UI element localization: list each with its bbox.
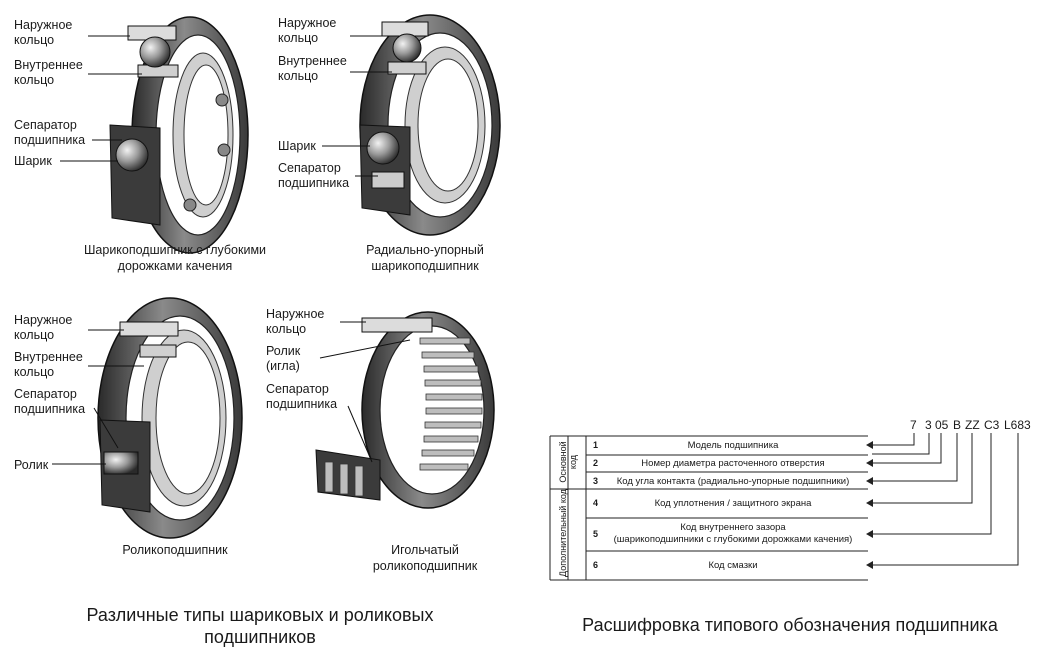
code-contact-angle: B — [953, 418, 962, 432]
outer-ring-label: Наружное кольцо — [266, 307, 325, 336]
ball-label: Шарик — [14, 154, 52, 168]
needle-roller-bearing-drawing — [315, 311, 495, 509]
row-text: Номер диаметра расточенного отверстия — [641, 458, 825, 469]
row-text: Код угла контакта (радиально-упорные под… — [616, 476, 850, 487]
code-lubricant: L683 — [1004, 418, 1031, 432]
row-text: Модель подшипника — [687, 440, 779, 451]
row-number: 1 — [593, 440, 599, 450]
outer-ring-label: Наружное кольцо — [278, 16, 337, 45]
ball-label: Шарик — [278, 139, 316, 153]
needle-bearing-caption: Игольчатый роликоподшипник — [372, 543, 478, 573]
row-text: Код уплотнения / защитного экрана — [654, 498, 812, 509]
deep-groove-caption: Шарикоподшипник с глубокими дорожками ка… — [83, 243, 267, 273]
row-text: Код внутреннего зазора (шарикоподшипники… — [613, 522, 853, 545]
right-title: Расшифровка типового обозначения подшипн… — [582, 615, 998, 635]
cage-label: Сепаратор подшипника — [14, 118, 86, 147]
inner-ring-label: Внутреннее кольцо — [278, 54, 347, 83]
code-clearance: C3 — [984, 418, 1000, 432]
outer-ring-label: Наружное кольцо — [14, 18, 73, 47]
row-number: 6 — [593, 560, 599, 570]
code-series: 3 — [925, 418, 932, 432]
angular-contact-ball-bearing-drawing — [359, 14, 501, 236]
inner-ring-label: Внутреннее кольцо — [14, 350, 83, 379]
roller-label: Ролик — [14, 458, 49, 472]
designation-arrows — [866, 441, 873, 569]
leader-lines — [52, 35, 411, 465]
deep-groove-ball-bearing-drawing — [109, 16, 249, 254]
basic-code-label: Основной код — [558, 441, 578, 483]
cage-label: Сепаратор подшипника — [278, 161, 350, 190]
code-model: 7 — [910, 418, 917, 432]
cage-label: Сепаратор подшипника — [14, 387, 86, 416]
row-number: 4 — [593, 498, 599, 508]
row-number: 3 — [593, 476, 599, 486]
code-bore: 05 — [935, 418, 949, 432]
row-number: 2 — [593, 458, 599, 468]
cage-label: Сепаратор подшипника — [266, 382, 338, 411]
roller-bearing-caption: Роликоподшипник — [122, 543, 228, 557]
additional-code-label: Дополнительный код — [558, 489, 568, 577]
outer-ring-label: Наружное кольцо — [14, 313, 73, 342]
roller-bearing-drawing — [97, 297, 243, 539]
angular-contact-caption: Радиально-упорный шарикоподшипник — [366, 243, 484, 273]
code-seal: ZZ — [965, 418, 980, 432]
row-number: 5 — [593, 529, 599, 539]
row-text: Код смазки — [708, 560, 758, 571]
inner-ring-label: Внутреннее кольцо — [14, 58, 83, 87]
designation-lines — [549, 433, 1019, 581]
left-title: Различные типы шариковых и роликовых под… — [86, 605, 434, 647]
needle-label: Ролик (игла) — [266, 344, 301, 373]
